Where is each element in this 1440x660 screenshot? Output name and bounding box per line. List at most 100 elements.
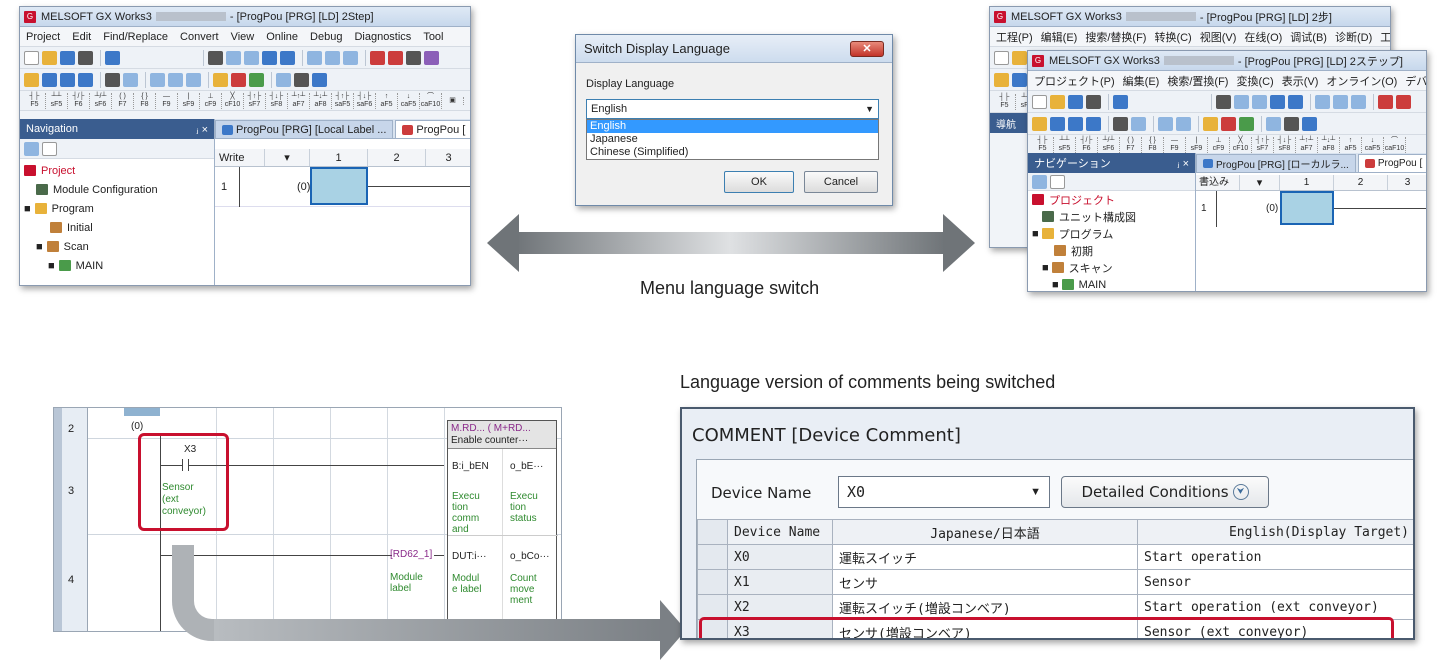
table-row[interactable]: X0 運転スイッチ Start operation (697, 544, 1413, 570)
cell-device[interactable]: X0 (727, 544, 833, 570)
tree-item-main[interactable]: ■ MAIN (1052, 278, 1107, 291)
rising-sf7[interactable]: ┤↑├sF7 (244, 92, 266, 109)
menu-find-replace[interactable]: 検索/置換(F) (1167, 75, 1229, 88)
menu-convert[interactable]: Convert (180, 30, 219, 43)
verify-icon[interactable] (1351, 94, 1366, 109)
menu-item[interactable]: 调试(B) (1290, 31, 1327, 44)
navigation-icon[interactable] (1050, 116, 1065, 131)
simulation-icon[interactable] (249, 72, 264, 87)
read-plc-icon[interactable] (307, 50, 322, 65)
option-japanese[interactable]: Japanese (590, 133, 638, 145)
cell-device[interactable]: X1 (727, 569, 833, 595)
fb-icon[interactable]: ▣ (442, 96, 464, 105)
device-use-icon[interactable] (150, 72, 165, 87)
close-icon[interactable]: ✕ (850, 40, 884, 57)
nav-view-icon[interactable] (1032, 174, 1047, 189)
menu-item[interactable]: 转换(C) (1154, 31, 1192, 44)
dev-icon[interactable] (1176, 116, 1191, 131)
coil-f7[interactable]: ( )F7 (1120, 136, 1142, 153)
project-view-icon[interactable] (24, 72, 39, 87)
read-plc-icon[interactable] (1315, 94, 1330, 109)
coil-f7[interactable]: ( )F7 (112, 92, 134, 109)
tree-item-project[interactable]: プロジェクト (1028, 191, 1195, 208)
menu-item[interactable]: 工具 (1380, 29, 1390, 45)
output-icon[interactable] (1086, 116, 1101, 131)
menu-edit[interactable]: Edit (72, 30, 92, 43)
table-row[interactable]: X2 運転スイッチ(増設コンベア) Start operation (ext c… (697, 594, 1413, 620)
menu-project[interactable]: Project (26, 30, 61, 43)
watch-icon[interactable] (1203, 116, 1218, 131)
search-icon[interactable] (406, 50, 421, 65)
verify-icon[interactable] (343, 50, 358, 65)
binoculars-icon[interactable] (105, 72, 120, 87)
output-icon[interactable] (78, 72, 93, 87)
instruction-f8[interactable]: { }F8 (1142, 136, 1164, 153)
menu-convert[interactable]: 変換(C) (1236, 75, 1274, 88)
falling-af8[interactable]: ┴↓┴aF8 (310, 92, 332, 109)
tree-item-scan[interactable]: ■ Scan (36, 240, 89, 253)
col-japanese[interactable]: Japanese/日本語 (832, 519, 1138, 545)
undo-icon[interactable] (1270, 94, 1285, 109)
print-icon[interactable] (1086, 94, 1101, 109)
print-icon[interactable] (78, 50, 93, 65)
op-caf5[interactable]: ↓caF5 (1362, 136, 1384, 153)
cell-device[interactable]: X2 (727, 594, 833, 620)
falling-sf8[interactable]: ┤↓├sF8 (266, 92, 288, 109)
rising-sf7[interactable]: ┤↑├sF7 (1252, 136, 1274, 153)
closed-branch-sf6[interactable]: ┴/┴sF6 (1098, 136, 1120, 153)
delete-cf10[interactable]: ╳cF10 (1230, 136, 1252, 153)
cut-icon[interactable] (208, 50, 223, 65)
device-name-select[interactable]: X0 ▼ (838, 476, 1050, 508)
menu-edit[interactable]: 編集(E) (1122, 75, 1160, 88)
menu-item[interactable]: 工程(P) (996, 31, 1033, 44)
debug-icon[interactable] (424, 50, 439, 65)
menu-find-replace[interactable]: Find/Replace (103, 30, 169, 43)
function-block[interactable]: M.RD... ( M+RD... Enable counter··· B:i_… (447, 420, 558, 631)
pin-close-icon[interactable]: ⱼ × (196, 123, 208, 136)
tree-item-program[interactable]: ■ Program (24, 202, 94, 215)
ok-button[interactable]: OK (724, 171, 794, 193)
system-monitor-icon[interactable] (276, 72, 291, 87)
op-af5[interactable]: ↑aF5 (376, 92, 398, 109)
monitor-stop-icon[interactable] (388, 50, 403, 65)
op-caf10[interactable]: ⌒caF10 (1384, 136, 1406, 153)
write-plc-icon[interactable] (1333, 94, 1348, 109)
closed-contact-f6[interactable]: ┤/├F6 (68, 92, 90, 109)
element-list-icon[interactable] (60, 72, 75, 87)
monitor-stop-icon[interactable] (1396, 94, 1411, 109)
search-replace-icon[interactable] (1302, 116, 1317, 131)
open-contact-f5[interactable]: ┤├F5 (1032, 136, 1054, 153)
falling-af8[interactable]: ┴↓┴aF8 (1318, 136, 1340, 153)
col-device-name[interactable]: Device Name (727, 519, 833, 545)
cross-ref-icon[interactable] (1131, 116, 1146, 131)
mode-dropdown-icon[interactable]: ▾ (265, 149, 310, 166)
open-folder-icon[interactable] (1050, 94, 1065, 109)
detailed-conditions-button[interactable]: Detailed Conditions ⮟ (1061, 476, 1269, 508)
open-branch-sf5[interactable]: ┴┴sF5 (46, 92, 68, 109)
system-monitor-icon[interactable] (1266, 116, 1281, 131)
new-file-icon[interactable] (1032, 94, 1047, 109)
tree-item-project[interactable]: Project (20, 161, 214, 180)
project-view-icon[interactable] (994, 72, 1009, 87)
tree-item-program[interactable]: ■ プログラム (1032, 227, 1114, 241)
table-row-highlighted[interactable]: X3 センサ(増設コンベア) Sensor (ext conveyor) (697, 619, 1413, 638)
menu-online[interactable]: オンライン(O) (1326, 75, 1398, 88)
tree-item-module-configuration[interactable]: Module Configuration (20, 180, 214, 199)
menu-debug[interactable]: デバッグ(D) (1405, 75, 1426, 88)
paste-icon[interactable] (1252, 94, 1267, 109)
paste-icon[interactable] (244, 50, 259, 65)
menu-item[interactable]: 编辑(E) (1040, 31, 1078, 44)
tab-local-label[interactable]: ProgPou [PRG] [Local Label ... (215, 120, 394, 138)
copy-icon[interactable] (1234, 94, 1249, 109)
cell-english[interactable]: Sensor (1137, 569, 1413, 595)
delete-cf9[interactable]: ⊥cF9 (1208, 136, 1230, 153)
menu-view[interactable]: 表示(V) (1281, 75, 1319, 88)
rising-af7[interactable]: ┴↑┴aF7 (288, 92, 310, 109)
ladder-cursor[interactable] (1280, 191, 1334, 225)
menu-debug[interactable]: Debug (310, 30, 343, 43)
op-caf5[interactable]: ↓caF5 (398, 92, 420, 109)
vline-sf9[interactable]: |sF9 (1186, 136, 1208, 153)
new-file-icon[interactable] (24, 50, 39, 65)
open-folder-icon[interactable] (1012, 50, 1027, 65)
nav-collapse-icon[interactable] (42, 141, 57, 156)
